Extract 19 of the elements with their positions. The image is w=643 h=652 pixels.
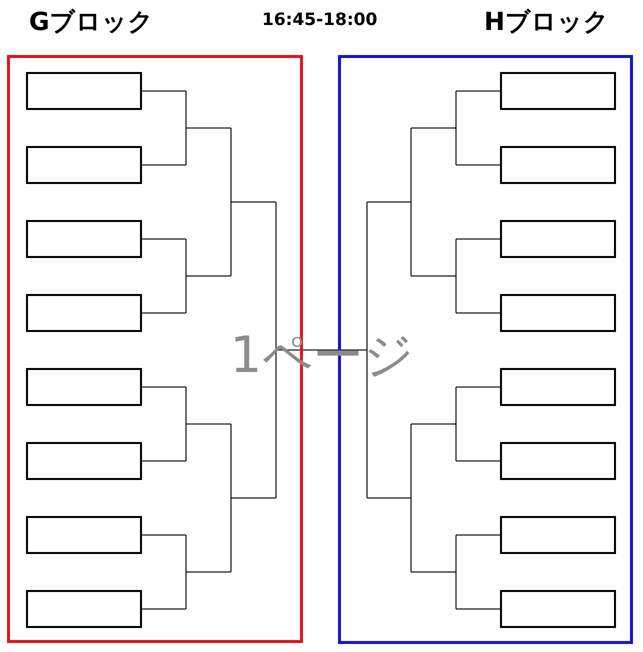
block-heading: Hブロック (484, 6, 609, 38)
title: 16:45-18:00 (262, 9, 378, 32)
entry-box (26, 368, 142, 406)
entry-box (500, 220, 616, 258)
entry-box (26, 220, 142, 258)
entry-box (26, 516, 142, 554)
entry-box (26, 590, 142, 628)
entry-box (500, 516, 616, 554)
entry-box (500, 294, 616, 332)
entry-box (26, 72, 142, 110)
entry-box (26, 146, 142, 184)
entry-box (500, 146, 616, 184)
entry-box (26, 294, 142, 332)
entry-box (500, 368, 616, 406)
entry-box (500, 72, 616, 110)
entry-box (500, 590, 616, 628)
entry-box (26, 442, 142, 480)
entry-box (500, 442, 616, 480)
block-heading: Gブロック (29, 6, 154, 38)
